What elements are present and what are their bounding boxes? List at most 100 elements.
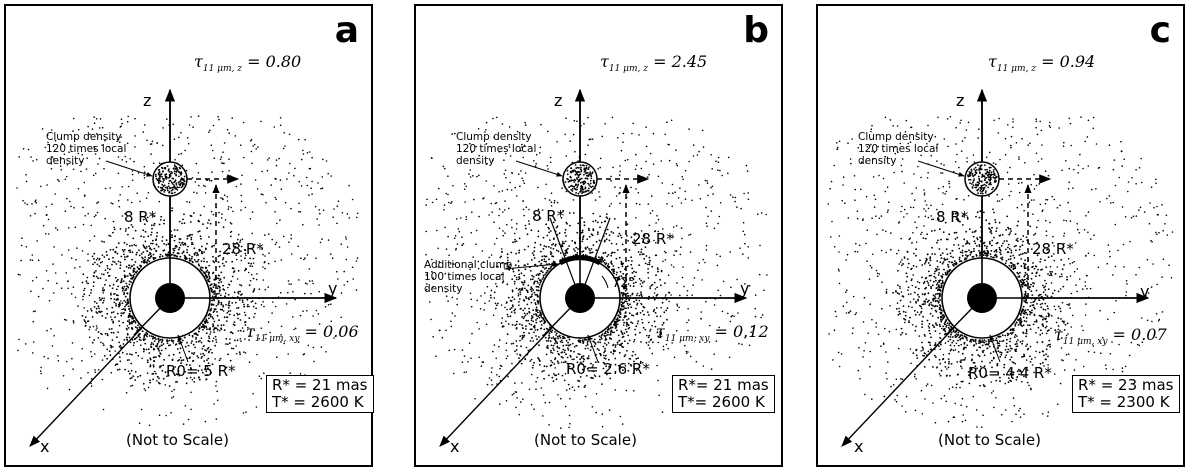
shell-dot [133,341,135,344]
dust-dot [508,143,511,146]
shell-dot [637,357,639,359]
dust-dot [181,164,184,167]
shell-dot [153,348,155,351]
dust-dot [516,130,519,133]
shell-dot [158,256,161,258]
shell-dot [616,318,618,321]
shell-dot [627,240,629,242]
shell-dot [518,249,521,252]
dust-dot [32,341,35,343]
dust-dot [53,335,55,337]
shell-dot [581,363,583,365]
shell-dot [604,330,607,333]
dust-dot [68,388,71,391]
shell-dot [150,231,153,234]
dust-dot [1031,364,1034,366]
shell-dot [227,310,230,313]
dust-dot [936,208,938,211]
shell-dot [123,256,126,258]
shell-dot [586,340,589,343]
shell-dot [626,273,628,275]
dust-dot [951,386,954,388]
shell-dot [179,244,182,246]
dust-dot [835,315,838,318]
dust-dot [695,360,698,363]
shell-dot [591,251,594,254]
dust-dot [830,180,833,183]
shell-dot [536,317,539,320]
shell-dot [165,239,168,242]
shell-dot [506,333,509,336]
shell-dot [186,249,189,251]
shell-dot [92,263,94,266]
dust-dot [553,199,556,202]
shell-dot [518,237,521,240]
dust-dot [152,162,155,165]
shell-dot [155,238,158,241]
shell-dot [133,273,136,276]
shell-dot [235,254,238,256]
shell-dot [144,342,147,345]
shell-dot [557,373,560,375]
shell-dot [132,237,135,240]
shell-dot [626,223,629,226]
dust-dot [242,412,245,414]
dust-dot [715,340,718,343]
dust-dot [144,389,147,392]
dust-dot [271,238,274,241]
shell-dot [643,313,645,316]
dust-dot [491,211,493,213]
dust-dot [54,193,56,195]
shell-dot [213,283,216,285]
shell-dot [227,353,230,356]
dust-dot [36,240,38,242]
shell-dot [218,265,221,268]
dust-dot [1078,278,1081,280]
shell-dot [624,281,627,283]
shell-dot [565,235,567,237]
shell-dot [195,251,197,254]
dust-dot [24,202,26,204]
clump-dot [158,169,161,171]
shell-dot [252,277,255,280]
shell-dot [507,296,510,299]
dust-dot [102,292,104,294]
dust-dot [1126,283,1128,285]
dust-dot [139,200,141,203]
shell-dot [625,300,628,303]
tau-xy-label: τ11 μm, xy = 0.06 [246,322,359,344]
dust-dot [1061,359,1063,361]
dust-dot [37,295,40,298]
shell-dot [91,255,94,258]
dust-dot [261,248,263,250]
shell-dot [573,358,575,361]
dust-dot [833,246,836,248]
dust-dot [927,325,930,328]
dust-dot [204,420,207,423]
shell-dot [179,255,182,258]
shell-dot [559,340,562,343]
dust-dot [1112,168,1115,171]
dust-dot [955,126,957,129]
dust-dot [426,198,428,201]
dust-dot [516,222,518,225]
shell-dot [239,329,242,332]
shell-dot [620,301,623,303]
dust-dot [680,246,682,248]
shell-dot [507,265,510,267]
dust-dot [212,124,215,127]
dust-dot [306,184,309,187]
dust-dot [448,349,450,352]
shell-dot [631,267,634,270]
clump-dot [170,171,173,173]
dust-dot [522,208,525,211]
dust-dot [1161,276,1163,278]
shell-dot [568,338,571,341]
shell-dot [533,246,536,249]
shell-dot [213,331,216,334]
shell-dot [202,328,204,331]
shell-dot [659,278,661,281]
dust-dot [865,161,867,164]
dust-dot [1039,303,1042,306]
shell-dot [666,318,668,321]
